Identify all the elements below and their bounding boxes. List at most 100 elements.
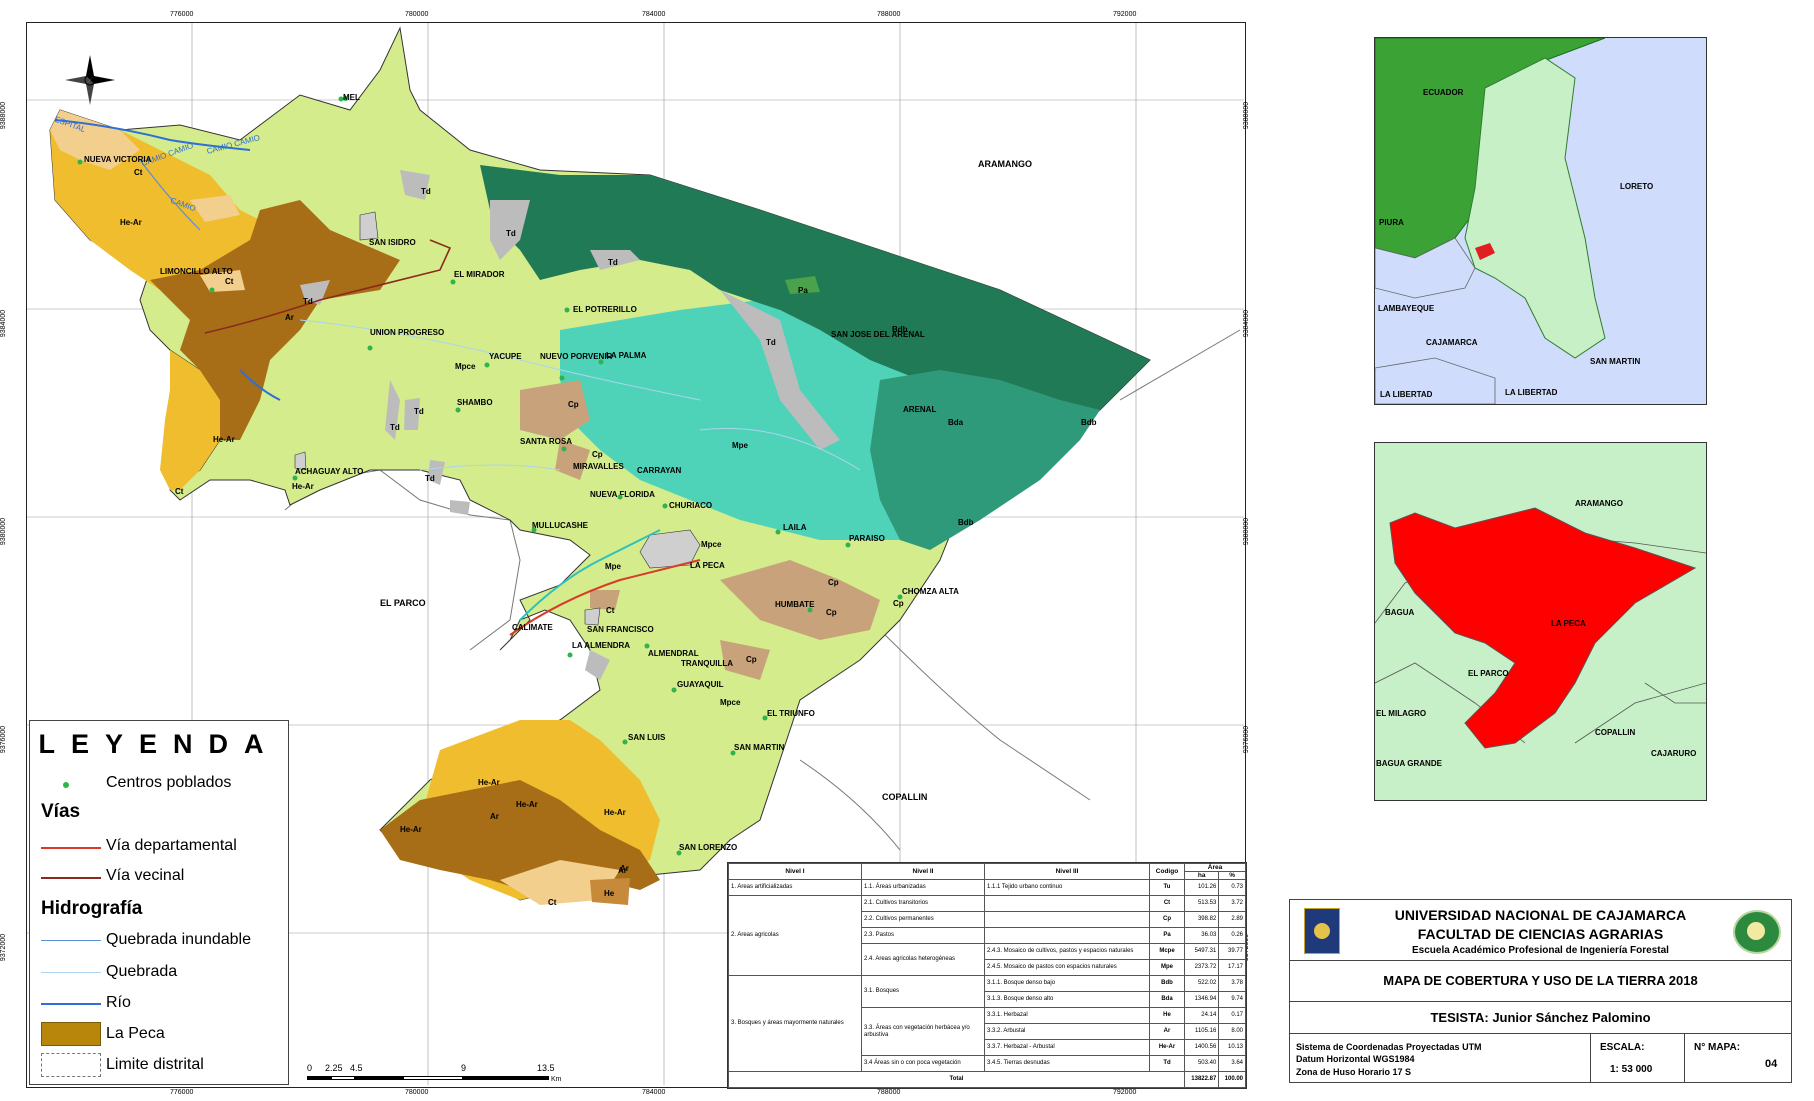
coord-label: 9384000 [1243, 309, 1251, 338]
locality-label: SAN MARTIN [734, 743, 785, 752]
locality-label: NUEVA FLORIDA [590, 490, 655, 499]
zone-pa [785, 276, 820, 294]
locality-label: LA ALMENDRA [572, 641, 631, 650]
quebrada-swatch [41, 972, 101, 973]
cell-pct: 39.77 [1218, 943, 1246, 960]
zone-ct-n [190, 195, 240, 222]
cover-code: He-Ar [516, 800, 538, 809]
la-peca-swatch [41, 1022, 101, 1046]
total-pct: 100.00 [1218, 1071, 1246, 1088]
cover-code: He-Ar [400, 825, 422, 834]
cover-code: Ct [548, 898, 557, 907]
cell-n3: 3.3.2. Arbustal [984, 1023, 1150, 1040]
cover-code: Td [608, 258, 618, 267]
cell-code: Bdb [1149, 975, 1185, 992]
cover-code: Cp [592, 450, 603, 459]
inset-label: BAGUA GRANDE [1376, 759, 1442, 768]
scale-segment [463, 1076, 549, 1080]
urban-areas [294, 211, 701, 626]
crs-line: Zona de Huso Horario 17 S [1296, 1067, 1412, 1077]
locality-dots [77, 96, 903, 856]
cover-code: Td [506, 229, 516, 238]
scale-segment [307, 1076, 331, 1080]
cell-ha: 1346.94 [1183, 991, 1220, 1008]
cell-code: He [1149, 1007, 1185, 1024]
locality-label: SAN LORENZO [679, 843, 738, 852]
cell-n3: 2.4.5. Mosaico de pastos con espacios na… [984, 959, 1150, 976]
map-title-row: MAPA DE COBERTURA Y USO DE LA TIERRA 201… [1290, 960, 1791, 1001]
cell-pct: 8.00 [1218, 1023, 1246, 1040]
coord-label: 9372000 [0, 933, 8, 962]
locality-label: MEL [343, 93, 360, 102]
locality-label: UNION PROGRESO [370, 328, 445, 337]
locality-dot [343, 96, 348, 101]
legend-item-label: Quebrada inundable [106, 931, 252, 948]
col-header: Nivel II [861, 863, 985, 880]
zone-he-s [590, 878, 630, 905]
scale-value: 1: 53 000 [1610, 1064, 1653, 1075]
locality-label: SANTA ROSA [520, 437, 572, 446]
cell-ha: 5497.31 [1183, 943, 1220, 960]
locality-label: ARENAL [903, 405, 937, 414]
coord-label: 9384000 [0, 309, 8, 338]
land-cover-table: Nivel I Nivel II Nivel III Codigo Área h… [727, 862, 1247, 1089]
col-header: ha [1183, 871, 1220, 880]
cover-code: Cp [828, 578, 839, 587]
coord-label: 9380000 [0, 517, 8, 546]
cell-nivel1: 3. Bosques y áreas mayormente naturales [728, 975, 862, 1072]
locality-label: ACHAGUAY ALTO [295, 467, 364, 476]
cell-pct: 17.17 [1218, 959, 1246, 976]
cover-code: Td [766, 338, 776, 347]
road-departamental-swatch [41, 847, 101, 849]
cell-nivel2: 3.3. Áreas con vegetación herbácea y/o a… [861, 1007, 985, 1056]
coord-label: 9388000 [0, 101, 8, 130]
inset-label: LORETO [1620, 182, 1654, 191]
limite-distrital-swatch [41, 1053, 101, 1077]
locality-label: SAN FRANCISCO [587, 625, 654, 634]
cell-nivel2: 2.2. Cultivos permanentes [861, 911, 985, 928]
inset-label: LAMBAYEQUE [1378, 304, 1435, 313]
locality-label: HUMBATE [775, 600, 815, 609]
legend-heading: Hidrografía [41, 898, 143, 919]
zone-ct-s [500, 860, 620, 905]
scale-segment [355, 1076, 403, 1080]
inset-label: SAN MARTIN [1590, 357, 1641, 366]
table-row: 3.3. Áreas con vegetación herbácea y/o a… [729, 1007, 1246, 1056]
cover-code: Bdb [958, 518, 974, 527]
cover-code: He-Ar [478, 778, 500, 787]
cover-code: He-Ar [292, 482, 314, 491]
cover-code: Mpce [720, 698, 741, 707]
cover-code: He-Ar [213, 435, 235, 444]
inset-label: ECUADOR [1423, 88, 1464, 97]
cell-n3: 3.1.3. Bosque denso alto [984, 991, 1150, 1008]
inset-label: ARAMANGO [1575, 499, 1623, 508]
crs-line: Datum Horizontal WGS1984 [1296, 1054, 1415, 1064]
cell-code: Pa [1149, 927, 1185, 944]
cell-code: He-Ar [1149, 1039, 1185, 1056]
locality-label: GUAYAQUIL [677, 680, 724, 689]
locality-label: NUEVA VICTORIA [84, 155, 152, 164]
cover-code: Td [421, 187, 431, 196]
rio-swatch [41, 1003, 101, 1005]
cell-ha: 2373.72 [1183, 959, 1220, 976]
inset-label: CAJARURO [1651, 749, 1697, 758]
locality-label: LA PALMA [606, 351, 647, 360]
cover-code: Mpe [732, 441, 748, 450]
cover-code: Ct [134, 168, 143, 177]
total-label: Total [728, 1071, 1185, 1088]
neighbor-label: COPALLIN [882, 792, 928, 802]
cover-code: Bda [948, 418, 964, 427]
coord-label: 776000 [170, 1089, 194, 1096]
divider [1590, 1034, 1591, 1082]
locality-label: EL TRIUNFO [767, 709, 815, 718]
hydrography [54, 119, 861, 621]
cover-code: Cp [568, 400, 579, 409]
col-header: Nivel I [728, 863, 862, 880]
cell-n3: 3.4.5. Tierras desnudas [984, 1055, 1150, 1072]
cell-ha: 36.03 [1183, 927, 1220, 944]
inset-label: COPALLIN [1595, 728, 1636, 737]
